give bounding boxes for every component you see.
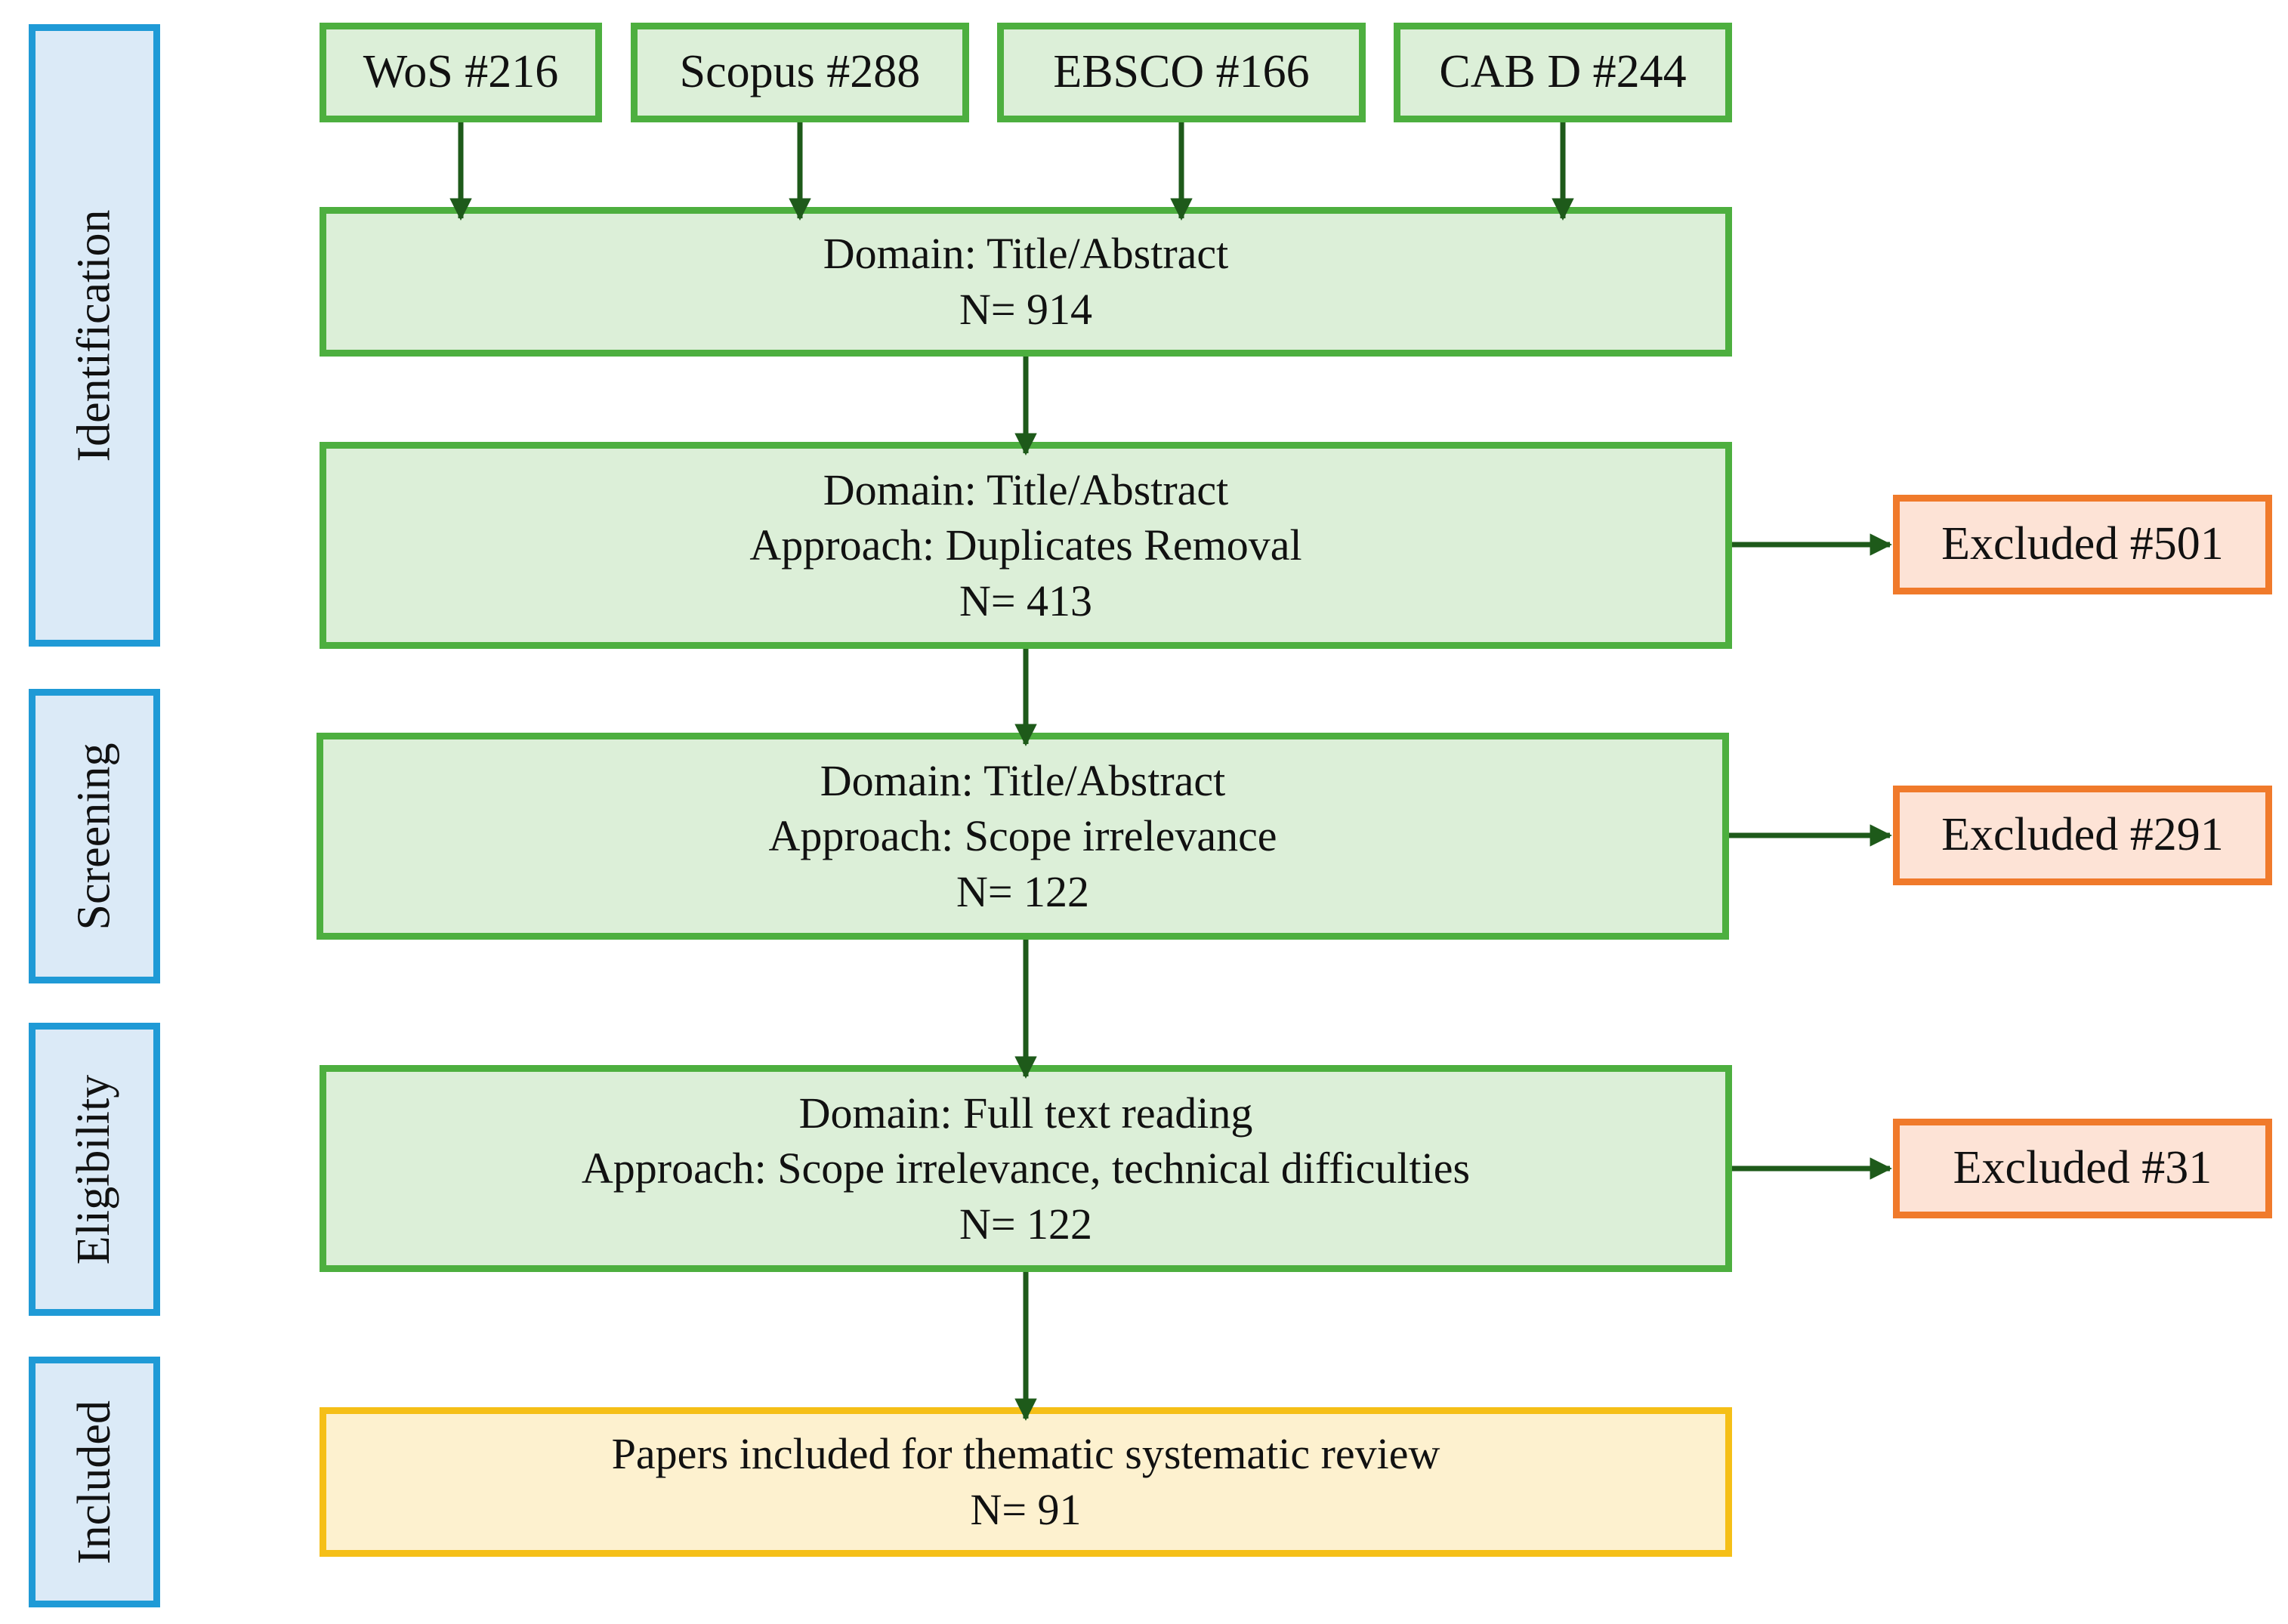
step-count: N= 122 bbox=[959, 1199, 1093, 1249]
step-full-text-reading: Domain: Full text reading Approach: Scop… bbox=[320, 1065, 1732, 1272]
source-wos: WoS #216 bbox=[320, 23, 602, 122]
source-label: CAB D #244 bbox=[1439, 46, 1687, 98]
step-approach: Approach: Duplicates Removal bbox=[749, 520, 1302, 570]
stage-included: Included bbox=[29, 1357, 160, 1607]
stage-eligibility: Eligibility bbox=[29, 1023, 160, 1316]
excluded-duplicates: Excluded #501 bbox=[1893, 495, 2272, 594]
step-count: N= 413 bbox=[959, 576, 1093, 625]
source-label: WoS #216 bbox=[363, 46, 559, 98]
included-count: N= 91 bbox=[970, 1485, 1082, 1534]
source-ebsco: EBSCO #166 bbox=[997, 23, 1366, 122]
stage-identification: Identification bbox=[29, 24, 160, 647]
step-domain: Domain: Title/Abstract bbox=[823, 465, 1229, 514]
step-count: N= 914 bbox=[959, 285, 1093, 334]
step-domain: Domain: Title/Abstract bbox=[823, 229, 1229, 279]
source-cabd: CAB D #244 bbox=[1394, 23, 1732, 122]
step-scope-screening: Domain: Title/Abstract Approach: Scope i… bbox=[316, 733, 1729, 940]
included-description: Papers included for thematic systematic … bbox=[611, 1429, 1440, 1479]
excluded-full-text: Excluded #31 bbox=[1893, 1119, 2272, 1218]
excluded-scope: Excluded #291 bbox=[1893, 786, 2272, 885]
stage-label: Eligibility bbox=[68, 1074, 120, 1264]
step-domain: Domain: Full text reading bbox=[798, 1088, 1253, 1138]
included-papers-box: Papers included for thematic systematic … bbox=[320, 1407, 1732, 1557]
stage-screening: Screening bbox=[29, 689, 160, 983]
source-label: Scopus #288 bbox=[679, 46, 921, 98]
step-approach: Approach: Scope irrelevance, technical d… bbox=[581, 1144, 1471, 1193]
step-duplicates-removal: Domain: Title/Abstract Approach: Duplica… bbox=[320, 442, 1732, 649]
stage-label: Identification bbox=[68, 209, 120, 462]
excluded-label: Excluded #31 bbox=[1953, 1142, 2212, 1194]
stage-label: Screening bbox=[68, 743, 120, 930]
excluded-label: Excluded #501 bbox=[1941, 518, 2224, 570]
step-approach: Approach: Scope irrelevance bbox=[768, 811, 1277, 861]
source-label: EBSCO #166 bbox=[1053, 46, 1310, 98]
step-domain: Domain: Title/Abstract bbox=[820, 755, 1226, 805]
excluded-label: Excluded #291 bbox=[1941, 809, 2224, 861]
source-scopus: Scopus #288 bbox=[631, 23, 969, 122]
stage-label: Included bbox=[68, 1400, 120, 1564]
step-title-abstract: Domain: Title/Abstract N= 914 bbox=[320, 207, 1732, 357]
step-count: N= 122 bbox=[956, 866, 1090, 916]
